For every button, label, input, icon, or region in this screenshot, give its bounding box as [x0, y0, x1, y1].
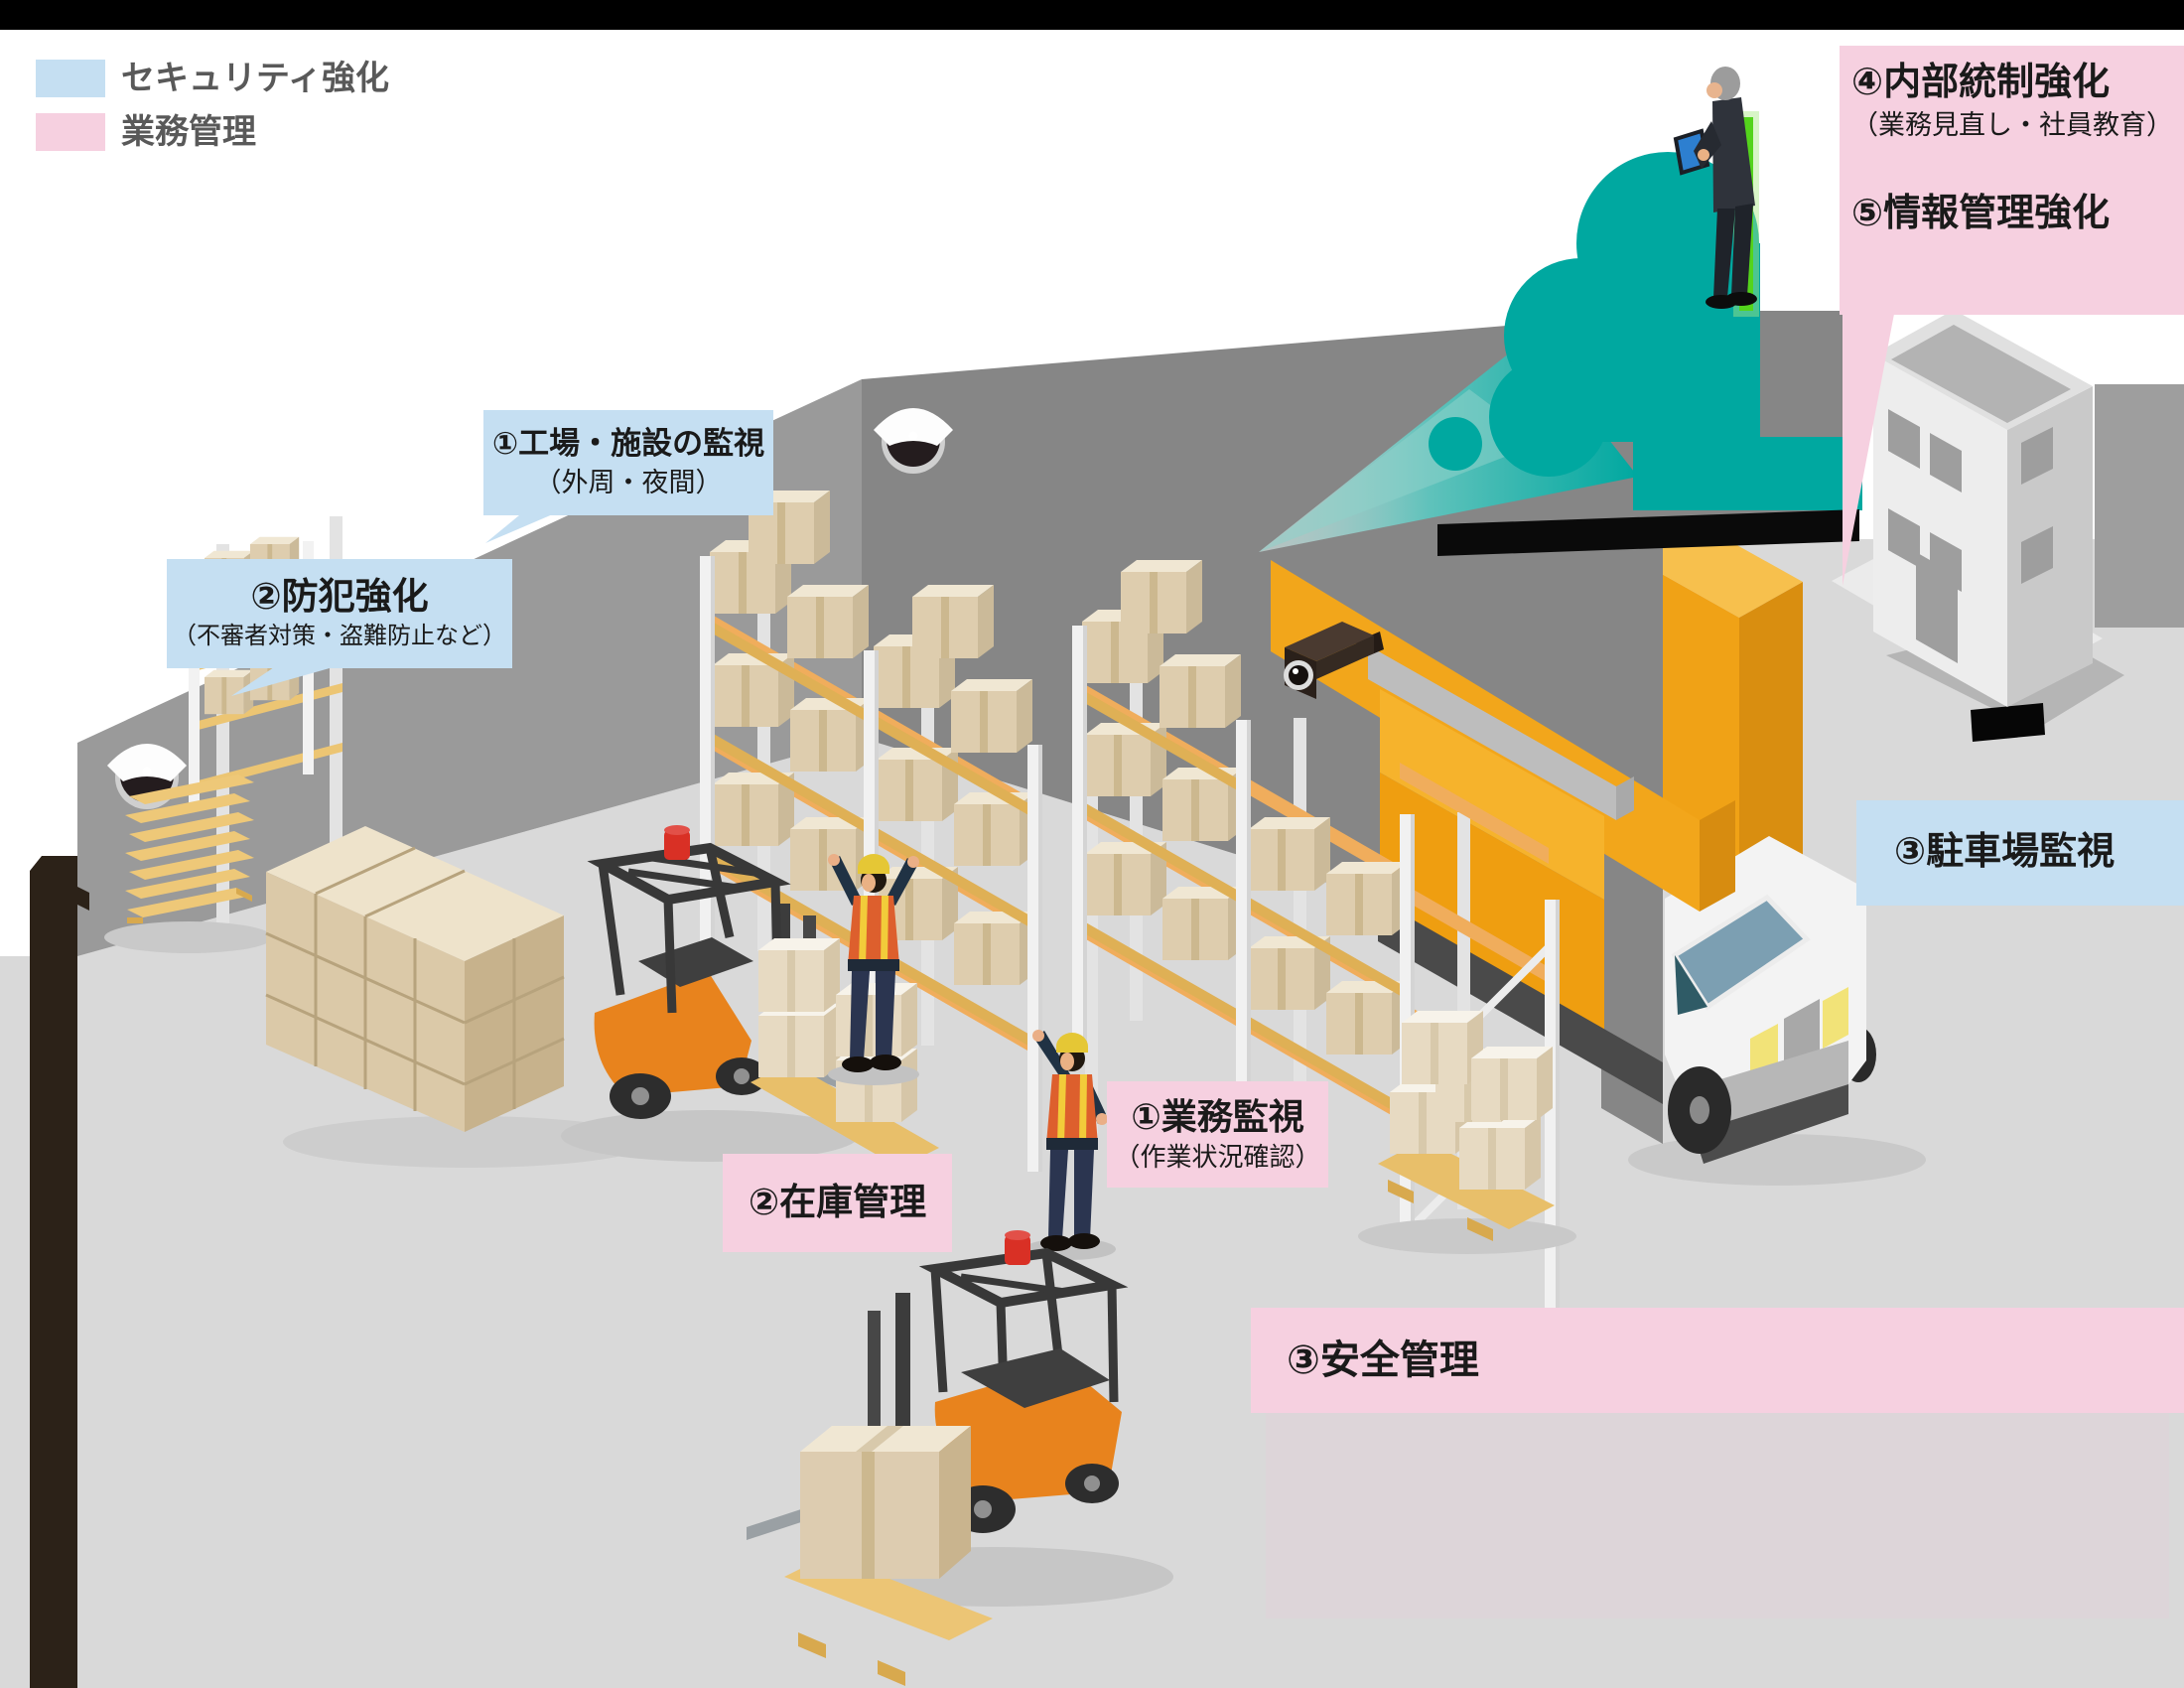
- label-factory-monitoring: ①工場・施設の監視 （外周・夜間）: [483, 410, 773, 515]
- label-inventory-title: ②在庫管理: [748, 1182, 927, 1223]
- label-parking-title: ③駐車場監視: [1894, 831, 2116, 874]
- legend-swatch-management: [36, 113, 105, 151]
- label-safety-management: ③安全管理: [1251, 1308, 2184, 1413]
- label-safety-title: ③安全管理: [1287, 1338, 1479, 1382]
- label-work-title: ①業務監視: [1131, 1095, 1304, 1137]
- label-factory-subtitle: （外周・夜間）: [534, 468, 723, 498]
- label-crime-title: ②防犯強化: [250, 575, 429, 617]
- label-internal-title: ④内部統制強化: [1851, 62, 2111, 103]
- label-factory-title: ①工場・施設の監視: [491, 426, 765, 462]
- label-crime-subtitle: （不審者対策・盗難防止など）: [173, 623, 506, 650]
- legend: セキュリティ強化 業務管理: [36, 60, 389, 151]
- bullet-camera: [1284, 622, 1384, 699]
- pallet-stack: [104, 774, 273, 953]
- dock-pallet-boxes: [1358, 1011, 1576, 1254]
- label-crime-prevention: ②防犯強化 （不審者対策・盗難防止など）: [167, 559, 512, 668]
- label-work-monitoring: ①業務監視 （作業状況確認）: [1107, 1081, 1328, 1188]
- label-internal-subtitle: （業務見直し・社員教育）: [1851, 109, 2173, 140]
- label-internal-control-info: ④内部統制強化 （業務見直し・社員教育） ⑤情報管理強化: [1840, 46, 2184, 315]
- cloud-data-beam: [1259, 152, 1862, 556]
- legend-item-security: セキュリティ強化: [36, 60, 389, 97]
- legend-label-security: セキュリティ強化: [121, 60, 389, 97]
- wall-top-shadow: [1437, 509, 1859, 556]
- label-work-subtitle: （作業状況確認）: [1114, 1142, 1321, 1173]
- label-parking-monitoring: ③駐車場監視: [1856, 800, 2184, 906]
- label-inventory-management: ②在庫管理: [723, 1154, 952, 1252]
- legend-item-management: 業務管理: [36, 113, 389, 151]
- building-entrance-shadow: [1971, 703, 2045, 742]
- label-info-title: ⑤情報管理強化: [1851, 193, 2111, 235]
- legend-label-management: 業務管理: [121, 113, 256, 151]
- warehouse-worker-arms-up: [828, 854, 919, 1085]
- legend-swatch-security: [36, 60, 105, 97]
- office-building-icon: [1873, 310, 2093, 707]
- cardboard-box-stack: [265, 826, 650, 1168]
- safety-zone-overlay: [1266, 1412, 2169, 1618]
- left-door-pillar: [30, 856, 89, 1688]
- manager-with-tablet: [1673, 67, 1757, 309]
- forklift-2-load: [784, 1426, 993, 1686]
- top-black-bar: [0, 0, 2184, 30]
